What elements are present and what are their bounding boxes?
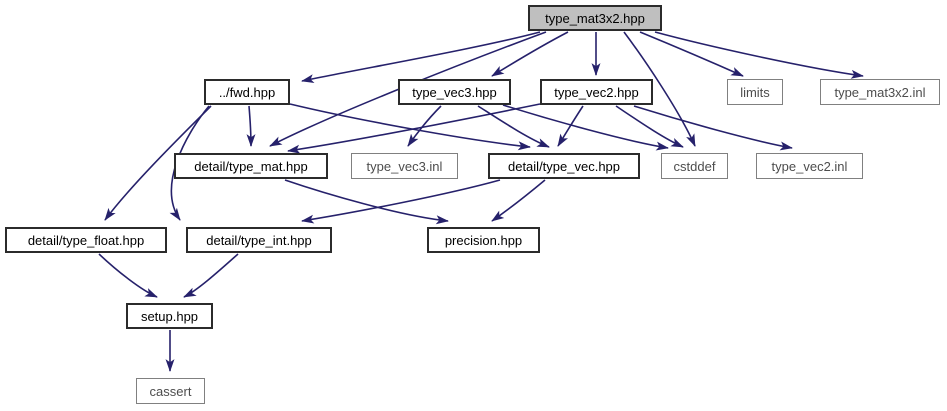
graph-node-label: type_vec2.inl bbox=[771, 158, 848, 174]
graph-node-label: setup.hpp bbox=[140, 308, 199, 324]
graph-edge bbox=[284, 179, 449, 225]
graph-node-detail-type-int-hpp[interactable]: detail/type_int.hpp bbox=[186, 227, 332, 253]
graph-node-label: detail/type_mat.hpp bbox=[194, 158, 308, 174]
graph-node-label: detail/type_vec.hpp bbox=[507, 158, 621, 174]
graph-edge bbox=[557, 105, 584, 147]
graph-edge bbox=[246, 105, 256, 147]
graph-node-setup-hpp[interactable]: setup.hpp bbox=[126, 303, 213, 329]
graph-edge bbox=[289, 103, 531, 151]
graph-node-label: type_mat3x2.hpp bbox=[545, 10, 645, 26]
graph-node-fwd-hpp[interactable]: ../fwd.hpp bbox=[204, 79, 290, 105]
graph-node-label: precision.hpp bbox=[444, 232, 523, 248]
graph-node-cstddef[interactable]: cstddef bbox=[661, 153, 728, 179]
graph-edge bbox=[654, 31, 864, 79]
graph-edge bbox=[301, 31, 541, 83]
graph-node-label: cassert bbox=[149, 383, 192, 399]
graph-node-type-vec3-hpp[interactable]: type_vec3.hpp bbox=[398, 79, 511, 105]
graph-edge bbox=[477, 105, 550, 148]
graph-node-label: ../fwd.hpp bbox=[218, 84, 276, 100]
graph-edge bbox=[183, 253, 239, 298]
graph-node-cassert[interactable]: cassert bbox=[136, 378, 205, 404]
graph-node-detail-type-float-hpp[interactable]: detail/type_float.hpp bbox=[5, 227, 167, 253]
graph-node-label: cstddef bbox=[673, 158, 716, 174]
graph-edge bbox=[287, 103, 541, 154]
graph-edge bbox=[301, 179, 501, 224]
graph-node-type-vec2-hpp[interactable]: type_vec2.hpp bbox=[540, 79, 653, 105]
graph-node-type-vec3-inl[interactable]: type_vec3.inl bbox=[351, 153, 458, 179]
graph-node-type-mat3x2-hpp[interactable]: type_mat3x2.hpp bbox=[528, 5, 662, 31]
graph-node-precision-hpp[interactable]: precision.hpp bbox=[427, 227, 540, 253]
graph-node-label: detail/type_float.hpp bbox=[27, 232, 145, 248]
graph-node-label: type_vec3.hpp bbox=[412, 84, 497, 100]
graph-node-label: limits bbox=[740, 84, 770, 100]
graph-node-type-vec2-inl[interactable]: type_vec2.inl bbox=[756, 153, 863, 179]
graph-node-label: type_mat3x2.inl bbox=[834, 84, 926, 100]
graph-node-type-mat3x2-inl[interactable]: type_mat3x2.inl bbox=[820, 79, 940, 105]
graph-node-label: type_vec3.inl bbox=[366, 158, 443, 174]
graph-edge bbox=[502, 104, 669, 151]
graph-edge bbox=[491, 179, 546, 222]
graph-node-detail-type-mat-hpp[interactable]: detail/type_mat.hpp bbox=[174, 153, 328, 179]
graph-edge bbox=[98, 253, 158, 298]
graph-edge bbox=[633, 105, 793, 151]
graph-node-label: detail/type_int.hpp bbox=[206, 232, 312, 248]
graph-edge bbox=[615, 105, 684, 148]
graph-node-label: type_vec2.hpp bbox=[554, 84, 639, 100]
graph-edge bbox=[491, 31, 569, 77]
graph-node-detail-type-vec-hpp[interactable]: detail/type_vec.hpp bbox=[488, 153, 640, 179]
graph-edge bbox=[639, 31, 744, 77]
graph-node-limits[interactable]: limits bbox=[727, 79, 783, 105]
graph-edge bbox=[407, 105, 442, 147]
